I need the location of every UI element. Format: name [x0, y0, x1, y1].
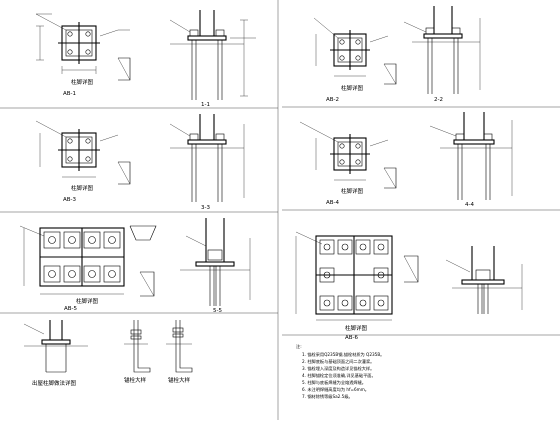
detail-ab5-plan	[19, 225, 157, 297]
plan-title-1: 柱脚详图	[71, 78, 94, 86]
note-3: 3. 锚栓埋入深度及构造详见锚栓大样。	[302, 365, 374, 372]
plan-title-4: 柱脚详图	[341, 187, 364, 195]
detail-anchor-bolt-1	[124, 320, 151, 373]
bottom-title-bolt1: 锚栓大样	[124, 376, 147, 384]
detail-roof-column	[23, 320, 88, 373]
caption-ab4: AB-4	[326, 200, 340, 206]
note-5: 5. 柱脚与底板焊缝为全熔透焊缝。	[302, 379, 366, 386]
plan-title-5: 柱脚详图	[76, 297, 99, 305]
detail-ab3-plan	[35, 120, 131, 185]
detail-ab6-plan	[295, 231, 419, 321]
general-notes: 注: 1. 锚栓采用Q235B钢,锚栓材质为 Q235B。 2. 柱脚底板与基础…	[296, 343, 384, 400]
section-label-2: 2-2	[434, 97, 443, 103]
detail-ab4-section	[429, 112, 513, 200]
caption-ab3: AB-3	[63, 197, 77, 203]
plan-title-2: 柱脚详图	[341, 84, 364, 92]
detail-ab3-section	[169, 114, 245, 202]
caption-ab1: AB-1	[63, 91, 76, 97]
caption-ab2: AB-2	[326, 97, 339, 103]
detail-ab1-plan	[35, 13, 131, 81]
note-4: 4. 柱脚锚栓定位须准确,详见基础平面。	[302, 372, 376, 379]
plan-title-3: 柱脚详图	[71, 184, 94, 192]
section-label-3: 3-3	[201, 205, 210, 211]
detail-ab2-section	[403, 6, 481, 94]
note-2: 2. 柱脚底板与基础顶面之间二次灌浆。	[302, 358, 374, 365]
detail-ab5-section	[180, 218, 251, 306]
detail-anchor-bolt-2	[166, 320, 193, 373]
section-label-5: 5-5	[213, 308, 222, 314]
section-label-1: 1-1	[201, 102, 210, 108]
detail-ab6-section	[445, 246, 523, 314]
note-1: 1. 锚栓采用Q235B钢,锚栓材质为 Q235B。	[302, 351, 384, 358]
note-7: 7. 钢材除锈等级Sa2.5级。	[302, 393, 353, 400]
bottom-title-bolt2: 锚栓大样	[168, 376, 191, 384]
detail-ab1-section	[169, 10, 256, 100]
note-6: 6. 未注明焊缝高度均为 hf=6mm。	[302, 386, 369, 393]
detail-ab2-plan	[313, 17, 397, 85]
section-label-4: 4-4	[465, 202, 474, 208]
note-heading: 注:	[296, 343, 302, 350]
caption-ab5: AB-5	[64, 306, 78, 312]
plan-title-6: 柱脚详图	[345, 324, 368, 332]
caption-ab6: AB-6	[345, 335, 359, 341]
detail-ab4-plan	[299, 121, 397, 189]
bottom-title-left: 出屋柱脚做法详图	[32, 379, 77, 387]
